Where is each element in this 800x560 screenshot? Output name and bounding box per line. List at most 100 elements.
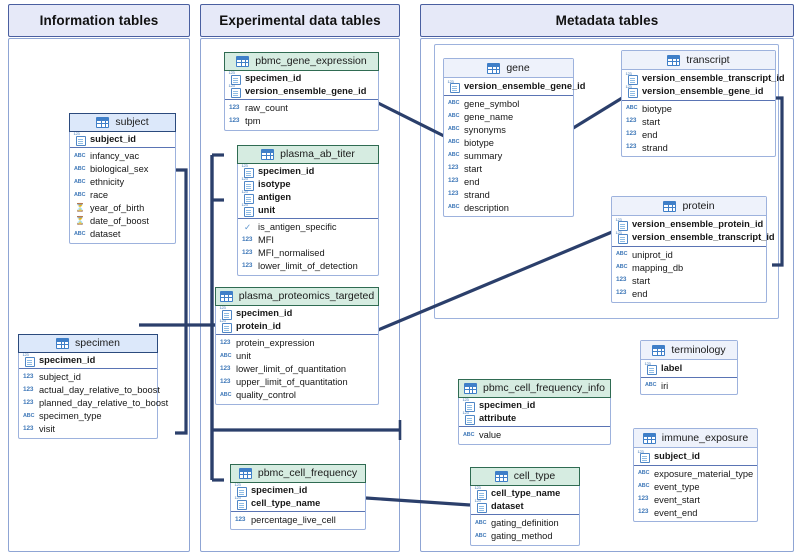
id-key-icon: [626, 84, 638, 98]
field-label: gating_method: [491, 531, 553, 542]
field-row[interactable]: protein_expression: [216, 337, 378, 350]
table-name: plasma_ab_titer: [280, 148, 355, 161]
field-row[interactable]: biological_sex: [70, 163, 175, 176]
field-row[interactable]: exposure_material_type: [634, 467, 757, 480]
field-row[interactable]: visit: [19, 423, 157, 436]
table-plasma-proteomics-targeted[interactable]: plasma_proteomics_targeted specimen_id p…: [214, 286, 380, 405]
date-type-icon: [74, 203, 86, 214]
field-label: event_type: [654, 481, 700, 492]
field-label: event_start: [654, 494, 700, 505]
field-row[interactable]: strand: [444, 188, 573, 201]
field-row[interactable]: dataset: [70, 228, 175, 241]
table-transcript[interactable]: transcript version_ensemble_transcript_i…: [621, 50, 785, 157]
field-row[interactable]: specimen_id: [231, 482, 365, 497]
field-row[interactable]: upper_limit_of_quantitation: [216, 376, 378, 389]
field-row[interactable]: iri: [641, 379, 737, 392]
field-row[interactable]: version_ensemble_transcript_id: [612, 230, 775, 244]
field-row[interactable]: protein_id: [216, 318, 378, 333]
field-row[interactable]: raw_count: [225, 102, 378, 115]
field-row[interactable]: specimen_id: [225, 70, 378, 85]
field-row[interactable]: specimen_id: [459, 397, 610, 412]
field-row[interactable]: synonyms: [444, 123, 573, 136]
field-row[interactable]: event_start: [634, 493, 757, 506]
field-row[interactable]: version_ensemble_gene_id: [225, 83, 378, 98]
field-row[interactable]: antigen: [238, 189, 378, 204]
field-row[interactable]: unit: [238, 202, 378, 217]
field-row[interactable]: planned_day_relative_to_boost: [19, 397, 168, 410]
field-row[interactable]: start: [612, 274, 766, 287]
table-grid-icon: [642, 432, 656, 444]
field-row[interactable]: actual_day_relative_to_boost: [19, 384, 160, 397]
field-row[interactable]: quality_control: [216, 389, 378, 402]
field-row[interactable]: end: [622, 128, 775, 141]
field-row[interactable]: date_of_boost: [70, 215, 175, 228]
field-row[interactable]: isotype: [238, 176, 378, 191]
field-row[interactable]: end: [444, 175, 573, 188]
field-row[interactable]: cell_type_name: [231, 495, 365, 510]
number-type-icon: [23, 385, 35, 396]
field-row[interactable]: version_ensemble_gene_id: [444, 79, 585, 93]
field-row[interactable]: lower_limit_of_detection: [238, 260, 378, 273]
table-pbmc-cell-frequency[interactable]: pbmc_cell_frequency specimen_id cell_typ…: [229, 463, 367, 530]
field-row[interactable]: MFI: [238, 234, 378, 247]
field-row[interactable]: subject_id: [634, 449, 757, 463]
field-row[interactable]: event_end: [634, 506, 757, 519]
table-name: gene: [506, 62, 530, 74]
table-specimen[interactable]: specimen specimen_id subject_id actual_d…: [17, 333, 168, 439]
field-row[interactable]: subject_id: [70, 131, 175, 146]
table-name: plasma_proteomics_targeted: [238, 290, 375, 303]
field-row[interactable]: specimen_id: [19, 352, 157, 367]
field-row[interactable]: specimen_id: [238, 163, 378, 178]
field-row[interactable]: summary: [444, 149, 573, 162]
field-row[interactable]: attribute: [459, 410, 610, 425]
table-plasma-ab-titer[interactable]: plasma_ab_titer specimen_id isotype anti…: [236, 144, 380, 276]
field-row[interactable]: dataset: [471, 498, 579, 513]
field-row[interactable]: value: [459, 429, 610, 442]
table-subject[interactable]: subject subject_id infancy_vac biologica…: [68, 112, 177, 244]
field-row[interactable]: end: [612, 287, 766, 300]
field-row[interactable]: lower_limit_of_quantitation: [216, 363, 378, 376]
field-row[interactable]: gating_definition: [471, 517, 579, 530]
field-row[interactable]: ethnicity: [70, 176, 175, 189]
field-row[interactable]: tpm: [225, 115, 378, 128]
field-row[interactable]: race: [70, 189, 175, 202]
field-row[interactable]: biotype: [622, 102, 775, 115]
field-row[interactable]: uniprot_id: [612, 248, 766, 261]
table-cell-type[interactable]: cell_type cell_type_name dataset gating_…: [469, 466, 581, 546]
field-row[interactable]: label: [641, 361, 737, 375]
field-row[interactable]: strand: [622, 141, 775, 154]
field-row[interactable]: is_antigen_specific: [238, 221, 378, 234]
field-row[interactable]: specimen_id: [216, 305, 378, 320]
id-key-icon: [23, 352, 35, 367]
field-row[interactable]: event_type: [634, 480, 757, 493]
field-row[interactable]: MFI_normalised: [238, 247, 378, 260]
field-row[interactable]: biotype: [444, 136, 573, 149]
field-row[interactable]: version_ensemble_gene_id: [622, 84, 775, 98]
field-row[interactable]: subject_id: [19, 371, 157, 384]
table-terminology[interactable]: terminology label iri: [640, 340, 738, 395]
field-row[interactable]: specimen_type: [19, 410, 157, 423]
field-row[interactable]: gene_name: [444, 110, 573, 123]
field-row[interactable]: start: [622, 115, 775, 128]
table-pbmc-gene-expression[interactable]: pbmc_gene_expression specimen_id version…: [223, 51, 380, 131]
field-row[interactable]: mapping_db: [612, 261, 766, 274]
text-type-icon: [448, 124, 460, 135]
field-row[interactable]: start: [444, 162, 573, 175]
table-pbmc-cell-frequency-info[interactable]: pbmc_cell_frequency_info specimen_id att…: [457, 378, 612, 445]
table-gene[interactable]: gene version_ensemble_gene_id gene_symbo…: [443, 58, 585, 217]
panel-header-information: Information tables: [8, 4, 190, 37]
field-row[interactable]: percentage_live_cell: [231, 514, 365, 527]
table-protein[interactable]: protein version_ensemble_protein_id vers…: [611, 196, 775, 303]
field-row[interactable]: gating_method: [471, 530, 579, 543]
field-row[interactable]: description: [444, 201, 573, 214]
field-row[interactable]: infancy_vac: [70, 150, 175, 163]
field-row[interactable]: gene_symbol: [444, 97, 573, 110]
field-row[interactable]: cell_type_name: [471, 485, 579, 500]
field-row[interactable]: version_ensemble_protein_id: [612, 217, 766, 231]
id-key-icon: [242, 163, 254, 178]
table-immune-exposure[interactable]: immune_exposure subject_id exposure_mate…: [633, 428, 758, 522]
text-type-icon: [220, 351, 232, 362]
field-row[interactable]: year_of_birth: [70, 202, 175, 215]
field-row[interactable]: version_ensemble_transcript_id: [622, 71, 785, 85]
field-row[interactable]: unit: [216, 350, 378, 363]
